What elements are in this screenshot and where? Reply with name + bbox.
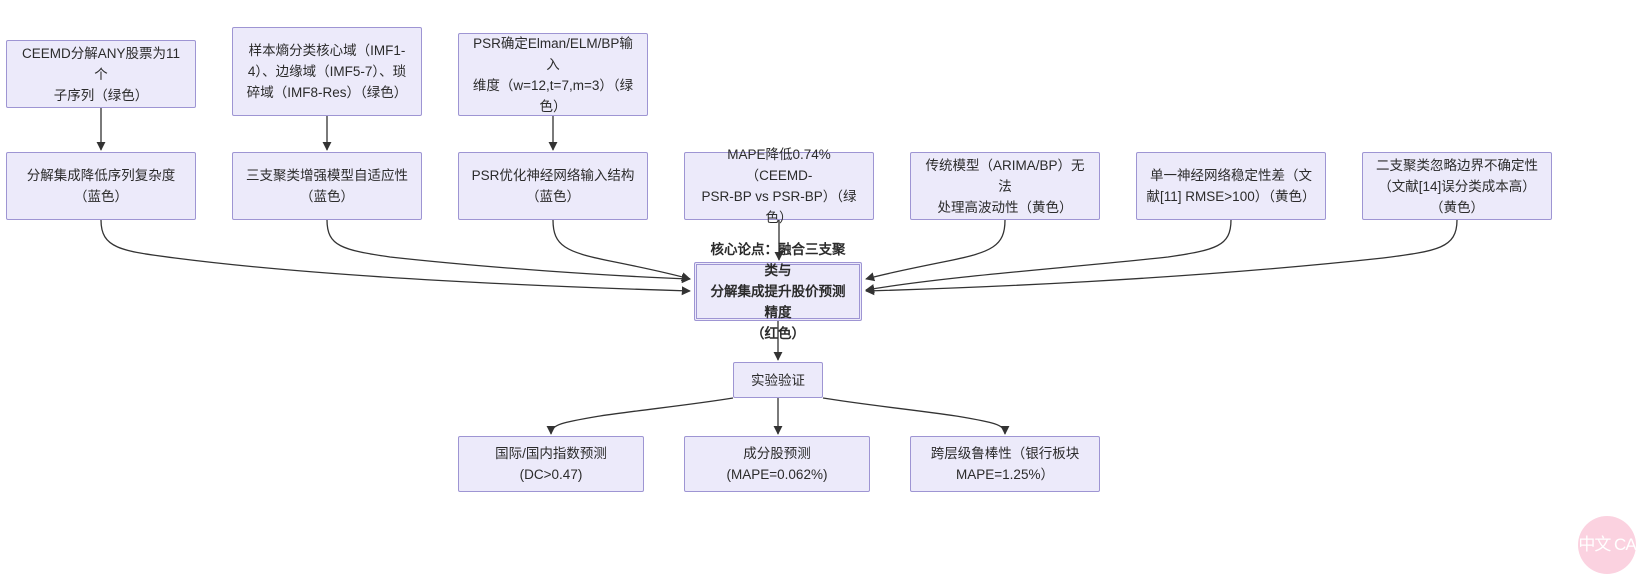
node-label: MAPE降低0.74%（CEEMD- PSR-BP vs PSR-BP）（绿 色…	[701, 147, 857, 225]
node-counter-single-nn[interactable]: 单一神经网络稳定性差（文 献[11] RMSE>100）（黄色）	[1136, 152, 1326, 220]
node-label: 跨层级鲁棒性（银行板块 MAPE=1.25%）	[930, 446, 1080, 482]
node-evidence-psr-dim[interactable]: PSR确定Elman/ELM/BP输入 维度（w=12,t=7,m=3）（绿 色…	[458, 33, 648, 116]
node-label: 传统模型（ARIMA/BP）无法 处理高波动性（黄色）	[925, 157, 1085, 215]
edge-experiment-to-crosslevel	[822, 397, 1010, 435]
node-label: PSR优化神经网络输入结构 （蓝色）	[471, 168, 635, 204]
node-claim-psr-structure[interactable]: PSR优化神经网络输入结构 （蓝色）	[458, 152, 648, 220]
node-claim-three-way-clustering[interactable]: 三支聚类增强模型自适应性 （蓝色）	[232, 152, 422, 220]
node-result-index-forecast[interactable]: 国际/国内指数预测 (DC>0.47)	[458, 436, 644, 492]
node-label: 样本熵分类核心域（IMF1- 4）、边缘域（IMF5-7）、琐 碎域（IMF8-…	[246, 43, 408, 100]
edge-singlenn-to-core	[865, 219, 1232, 294]
node-core-thesis[interactable]: 核心论点：融合三支聚类与 分解集成提升股价预测精度 （红色）	[694, 242, 862, 341]
node-label: 成分股预测 (MAPE=0.062%)	[726, 446, 828, 482]
node-label: 分解集成降低序列复杂度 （蓝色）	[26, 168, 176, 204]
node-counter-two-way-clustering[interactable]: 二支聚类忽略边界不确定性 （文献[14]误分类成本高） （黄色）	[1362, 152, 1552, 220]
watermark-badge: 中文 CA	[1578, 516, 1637, 574]
node-evidence-sample-entropy[interactable]: 样本熵分类核心域（IMF1- 4）、边缘域（IMF5-7）、琐 碎域（IMF8-…	[232, 27, 422, 116]
node-claim-decomposition[interactable]: 分解集成降低序列复杂度 （蓝色）	[6, 152, 196, 220]
node-label: 二支聚类忽略边界不确定性 （文献[14]误分类成本高） （黄色）	[1376, 157, 1538, 215]
watermark-label: 中文 CA	[1578, 534, 1636, 554]
node-label: 单一神经网络稳定性差（文 献[11] RMSE>100）（黄色）	[1146, 168, 1316, 204]
node-label: 实验验证	[751, 372, 805, 388]
edge-decomposition-to-core	[100, 219, 691, 296]
node-result-constituent-stock[interactable]: 成分股预测 (MAPE=0.062%)	[684, 436, 870, 492]
edge-clustering-to-core	[326, 219, 691, 284]
node-counter-traditional-model[interactable]: 传统模型（ARIMA/BP）无法 处理高波动性（黄色）	[910, 152, 1100, 220]
node-result-cross-level[interactable]: 跨层级鲁棒性（银行板块 MAPE=1.25%）	[910, 436, 1100, 492]
node-label: CEEMD分解ANY股票为11个 子序列（绿色）	[21, 45, 181, 103]
node-label: 核心论点：融合三支聚类与 分解集成提升股价预测精度 （红色）	[710, 242, 846, 341]
edge-experiment-to-index	[546, 397, 734, 435]
edge-twoway-to-core	[865, 219, 1458, 296]
edge-traditional-to-core	[865, 219, 1006, 282]
node-evidence-ceemd[interactable]: CEEMD分解ANY股票为11个 子序列（绿色）	[6, 40, 196, 108]
node-label: 三支聚类增强模型自适应性 （蓝色）	[246, 168, 408, 204]
node-label: 国际/国内指数预测 (DC>0.47)	[495, 446, 607, 482]
edge-psrstructure-to-core	[552, 219, 691, 282]
node-experiment-validation[interactable]: 实验验证	[733, 362, 823, 398]
node-evidence-mape-drop[interactable]: MAPE降低0.74%（CEEMD- PSR-BP vs PSR-BP）（绿 色…	[684, 147, 874, 225]
node-label: PSR确定Elman/ELM/BP输入 维度（w=12,t=7,m=3）（绿 色…	[472, 35, 634, 114]
